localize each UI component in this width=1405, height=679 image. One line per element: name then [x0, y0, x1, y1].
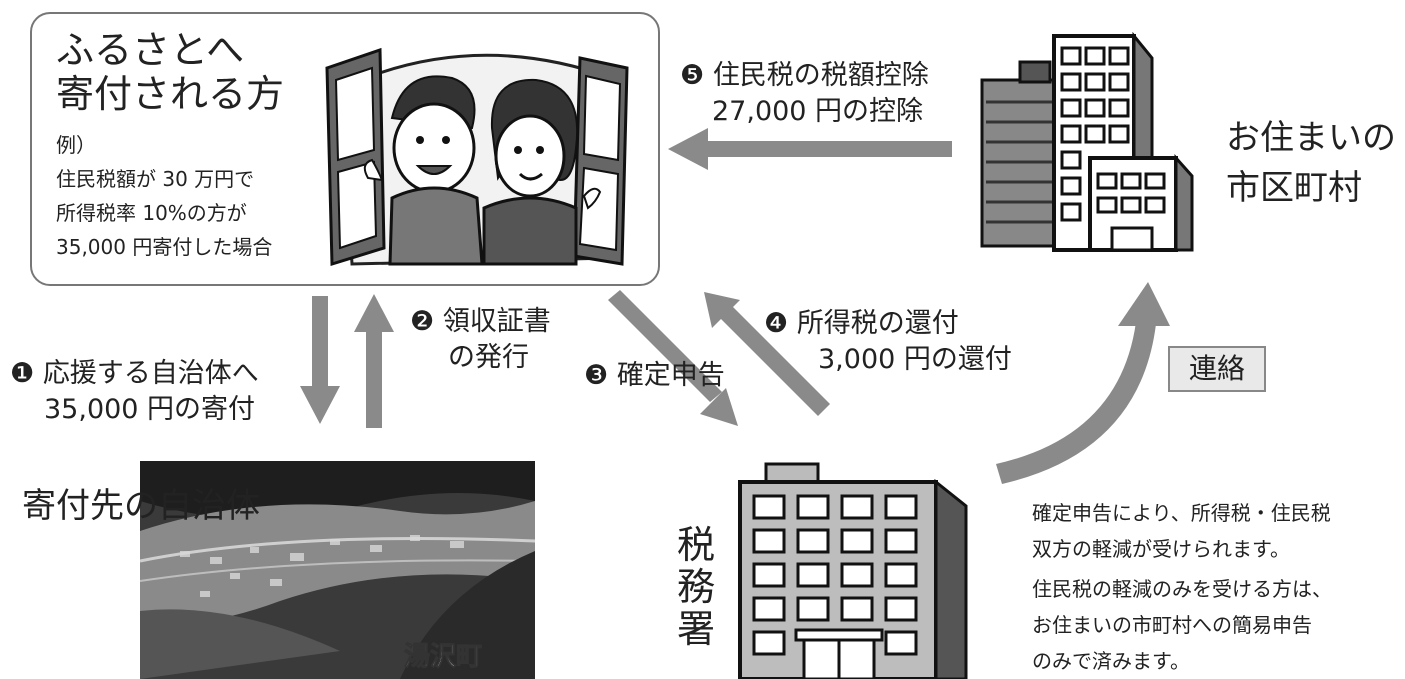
- tax-office-char: 務: [676, 565, 715, 609]
- step4-num: ❹: [764, 308, 789, 339]
- arrow-contact-head: [1118, 282, 1170, 326]
- step2-num: ❷: [410, 306, 435, 337]
- arrow-refund-head: [704, 292, 740, 328]
- step1-text1: 応援する自治体へ: [42, 358, 259, 389]
- arrow-deduction-head: [668, 128, 708, 170]
- tax-office-char: 税: [676, 523, 715, 567]
- donor-box: ふるさとへ 寄付される方 例） 住民税額が 30 万円で 所得税率 10%の方が…: [30, 12, 660, 286]
- note-line-3: 住民税の軽減のみを受ける方は、: [1032, 577, 1332, 601]
- step4-line2: 3,000 円の還付: [818, 344, 1012, 375]
- tax-office-building-icon: [738, 462, 968, 679]
- step5-line2: 27,000 円の控除: [712, 96, 924, 127]
- arrow-filing-head: [700, 388, 738, 426]
- step3-line1: ❸ 確定申告: [584, 358, 725, 394]
- example-line-4: 35,000 円寄付した場合: [56, 235, 273, 259]
- city-office-line2: 市区町村: [1226, 168, 1362, 208]
- step1-line1: ❶ 応援する自治体へ: [10, 356, 259, 392]
- arrow-contact: [996, 322, 1156, 484]
- donor-title-line2: 寄付される方: [56, 72, 285, 116]
- donor-title-line1: ふるさとへ: [56, 28, 245, 72]
- city-office-line1: お住まいの: [1226, 118, 1396, 158]
- note-line-4: お住まいの市町村への簡易申告: [1032, 613, 1312, 637]
- arrow-donation-head: [300, 386, 340, 424]
- step4-text1: 所得税の還付: [796, 308, 959, 339]
- example-line-3: 所得税率 10%の方が: [56, 201, 247, 225]
- step2-text1: 領収証書: [442, 306, 551, 337]
- step1-line2: 35,000 円の寄付: [44, 394, 256, 425]
- arrow-deduction: [706, 141, 952, 157]
- step3-num: ❸: [584, 360, 609, 391]
- tax-office-label: 税務署: [676, 524, 716, 650]
- step1-num: ❶: [10, 358, 35, 389]
- step3-text1: 確定申告: [616, 360, 725, 391]
- municipality-label: 寄付先の自治体: [22, 486, 260, 526]
- arrow-filing: [608, 290, 722, 402]
- note-line-5: のみで済みます。: [1032, 649, 1190, 673]
- example-line-2: 住民税額が 30 万円で: [56, 167, 255, 191]
- window-couple-illustration: [325, 47, 629, 267]
- valley-town-photo: [140, 461, 535, 679]
- step5-text1: 住民税の税額控除: [712, 60, 929, 91]
- step4-line1: ❹ 所得税の還付: [764, 306, 959, 342]
- tax-office-char: 署: [676, 607, 715, 651]
- example-line-1: 例）: [56, 133, 96, 157]
- arrow-donation: [312, 296, 328, 388]
- note-line-1: 確定申告により、所得税・住民税: [1032, 501, 1331, 525]
- arrow-refund: [716, 302, 830, 416]
- contact-label: 連絡: [1168, 346, 1266, 392]
- step2-line2: の発行: [448, 342, 529, 373]
- step2-line1: ❷ 領収証書: [410, 304, 551, 340]
- town-name: 湯沢町: [403, 642, 483, 673]
- arrow-receipt-head: [354, 294, 394, 332]
- step5-num: ❺: [680, 60, 705, 91]
- city-hall-building-icon: [980, 32, 1194, 252]
- note-line-2: 双方の軽減が受けられます。: [1032, 537, 1290, 561]
- arrow-receipt: [366, 330, 382, 428]
- step5-line1: ❺ 住民税の税額控除: [680, 58, 929, 94]
